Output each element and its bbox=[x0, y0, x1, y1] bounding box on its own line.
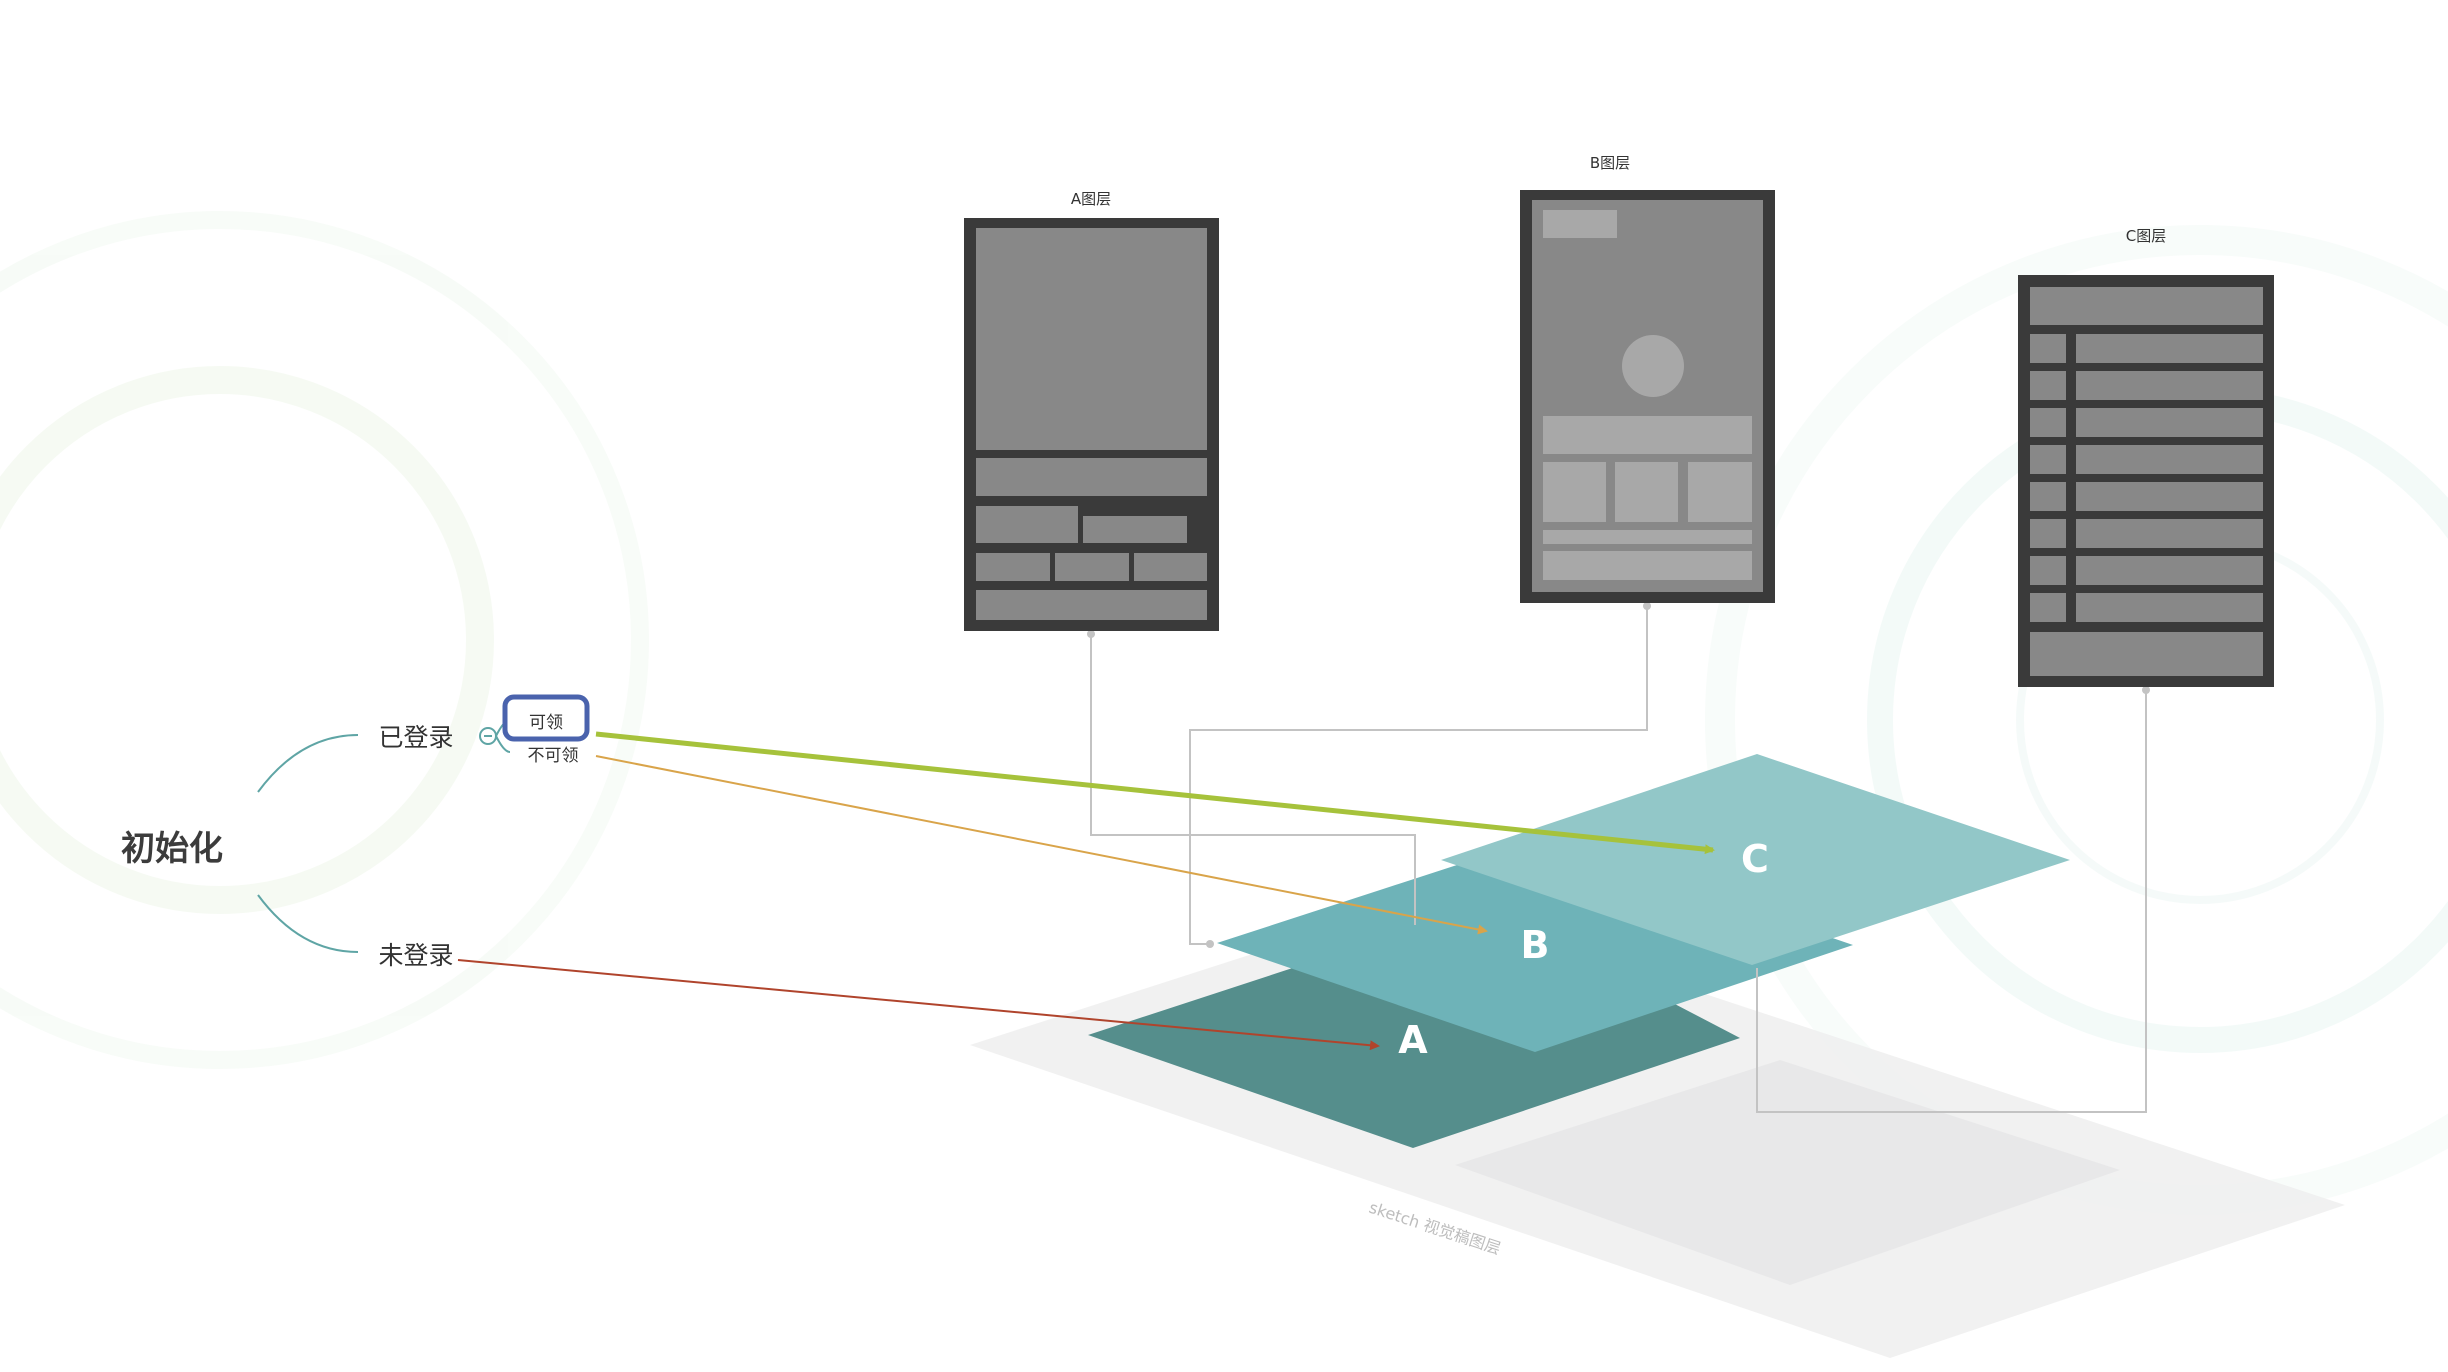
wireframe-c-title: C图层 bbox=[2126, 227, 2166, 245]
wireframe-b-title: B图层 bbox=[1590, 154, 1630, 172]
wireframe-a: A图层 bbox=[964, 190, 1219, 631]
connector-a-dot bbox=[1087, 630, 1095, 638]
node-not-claimable[interactable]: 不可领 bbox=[528, 746, 579, 766]
wireframe-c: C图层 bbox=[2018, 227, 2274, 687]
wireframe-c-row-7-text bbox=[2076, 556, 2263, 585]
wireframe-a-hero bbox=[976, 228, 1207, 450]
arrow-not-logged-in-to-a bbox=[457, 959, 1380, 1051]
wireframe-c-row-1-text bbox=[2076, 334, 2263, 363]
wireframe-c-row-6-text bbox=[2076, 519, 2263, 548]
wireframe-a-cell-2 bbox=[1055, 553, 1129, 581]
wireframe-c-row-4-text bbox=[2076, 445, 2263, 474]
branch-not-logged-in-line bbox=[257, 894, 359, 953]
wireframe-c-list bbox=[2030, 334, 2263, 622]
connector-c-dot bbox=[2142, 686, 2150, 694]
wireframe-b-cell-1 bbox=[1543, 462, 1606, 522]
wireframe-c-row-7-icon bbox=[2030, 556, 2066, 585]
wireframe-a-cell-1 bbox=[976, 553, 1050, 581]
layer-a-label: A bbox=[1398, 1018, 1428, 1062]
wireframe-a-title: A图层 bbox=[1071, 190, 1111, 208]
wireframe-c-row-2-icon bbox=[2030, 371, 2066, 400]
layer-c-label: C bbox=[1741, 837, 1769, 881]
connector-b-dot bbox=[1643, 602, 1651, 610]
wireframe-c-footer bbox=[2030, 632, 2263, 676]
node-claimable[interactable]: 可领 bbox=[529, 713, 563, 733]
arrow-claimable-to-c bbox=[595, 731, 1715, 855]
wireframe-c-row-8-icon bbox=[2030, 593, 2066, 622]
wireframe-b-cell-3 bbox=[1688, 462, 1752, 522]
wireframe-c-row-3-text bbox=[2076, 408, 2263, 437]
wireframe-b-cell-2 bbox=[1615, 462, 1678, 522]
node-logged-in: 已登录 bbox=[378, 723, 453, 752]
wireframe-c-row-3-icon bbox=[2030, 408, 2066, 437]
mindmap-root: 初始化 bbox=[121, 829, 223, 869]
wireframe-c-row-5-text bbox=[2076, 482, 2263, 511]
wireframe-a-bar bbox=[976, 458, 1207, 496]
sketch-base-inner bbox=[1455, 1060, 2120, 1285]
wireframe-b-avatar bbox=[1622, 335, 1684, 397]
branch-logged-in-line bbox=[257, 734, 359, 793]
node-claimable-highlight[interactable] bbox=[502, 694, 590, 742]
wireframe-a-footer bbox=[976, 590, 1207, 620]
wireframe-b-line bbox=[1543, 530, 1752, 544]
wireframe-a-cell-3 bbox=[1134, 553, 1207, 581]
layer-b-label: B bbox=[1521, 923, 1550, 967]
connector-c bbox=[1756, 690, 2147, 1113]
wireframe-c-row-5-icon bbox=[2030, 482, 2066, 511]
wireframe-c-header bbox=[2030, 287, 2263, 325]
wireframe-b-bar bbox=[1543, 416, 1752, 454]
wireframe-b-tag bbox=[1543, 210, 1617, 238]
wireframe-c-row-2-text bbox=[2076, 371, 2263, 400]
connector-b-end-dot bbox=[1206, 940, 1214, 948]
node-not-logged-in: 未登录 bbox=[378, 941, 453, 970]
wireframe-c-row-1-icon bbox=[2030, 334, 2066, 363]
wireframe-a-block-right bbox=[1083, 516, 1187, 543]
wireframe-c-row-8-text bbox=[2076, 593, 2263, 622]
arrow-not-claimable-to-b bbox=[595, 755, 1488, 935]
wireframe-c-row-6-icon bbox=[2030, 519, 2066, 548]
wireframe-connectors bbox=[1090, 605, 2147, 1113]
wireframe-b: B图层 bbox=[1520, 154, 1775, 603]
connector-a bbox=[1090, 634, 1416, 925]
wireframe-b-footer bbox=[1543, 551, 1752, 580]
wireframe-c-row-4-icon bbox=[2030, 445, 2066, 474]
layer-c-plane bbox=[1441, 754, 2070, 965]
mindmap: 初始化 已登录 未登录 可领 不可领 bbox=[121, 694, 590, 970]
connector-b bbox=[1189, 605, 1648, 945]
wireframe-a-block-left bbox=[976, 506, 1078, 543]
